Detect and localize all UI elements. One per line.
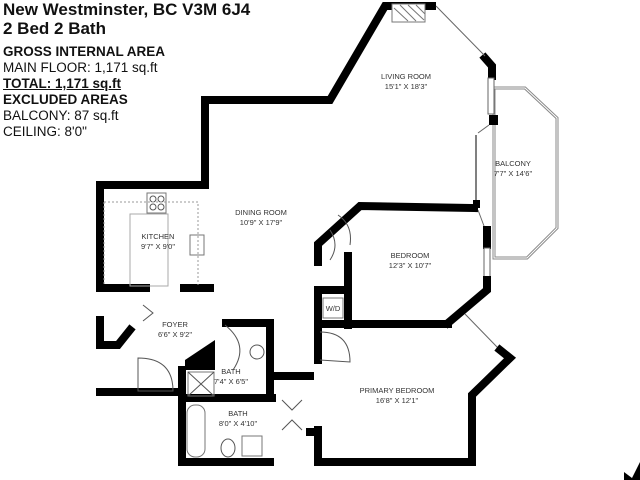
washer-dryer <box>322 297 344 319</box>
svg-text:PRIMARY BEDROOM: PRIMARY BEDROOM <box>360 386 435 395</box>
address-city-line: New Westminster, BC V3M 6J4 <box>3 0 251 19</box>
balcony-area: BALCONY: 87 sq.ft <box>3 108 119 123</box>
entry-door-swing[interactable] <box>137 357 174 392</box>
svg-text:6'6" X 9'2": 6'6" X 9'2" <box>158 330 192 339</box>
wall-chase <box>185 340 215 370</box>
wall-column <box>489 115 498 125</box>
total-area: TOTAL: 1,171 sq.ft <box>3 76 122 91</box>
svg-text:8'0" X 4'10": 8'0" X 4'10" <box>219 419 258 428</box>
primary-window <box>464 313 499 349</box>
svg-text:10'9" X 17'9": 10'9" X 17'9" <box>240 218 283 227</box>
living-window <box>435 5 486 57</box>
bath-sink-icon <box>249 344 265 360</box>
svg-text:BEDROOM: BEDROOM <box>391 251 430 260</box>
room-label-bath-1: BATH 7'4" X 6'5" <box>214 367 248 386</box>
svg-text:15'1" X 18'3": 15'1" X 18'3" <box>385 82 428 91</box>
svg-text:9'7" X 9'0": 9'7" X 9'0" <box>141 242 175 251</box>
svg-text:7'4" X 6'5": 7'4" X 6'5" <box>214 377 248 386</box>
svg-text:BATH: BATH <box>228 409 247 418</box>
bath-wall <box>222 319 274 402</box>
svg-text:DINING ROOM: DINING ROOM <box>235 208 287 217</box>
primary-bedroom-wall <box>314 344 517 466</box>
property-info: New Westminster, BC V3M 6J4 2 Bed 2 Bath… <box>3 0 250 140</box>
sink-icon <box>189 234 205 256</box>
closet-door-swing[interactable] <box>329 214 351 261</box>
svg-text:12'3" X 10'7": 12'3" X 10'7" <box>389 261 432 270</box>
laundry-label: W/D <box>326 304 341 313</box>
ceiling-height: CEILING: 8'0" <box>3 124 87 139</box>
vanity-sink-icon <box>241 435 263 457</box>
room-label-bedroom: BEDROOM 12'3" X 10'7" <box>389 251 432 270</box>
toilet-icon <box>220 438 236 458</box>
svg-text:KITCHEN: KITCHEN <box>142 232 175 241</box>
kitchen-counter <box>103 201 199 285</box>
room-label-dining: DINING ROOM 10'9" X 17'9" <box>235 208 287 227</box>
bathtub-icon <box>186 404 206 458</box>
cooktop-icon <box>146 192 167 214</box>
bedroom-window-east <box>483 247 491 279</box>
beds-baths: 2 Bed 2 Bath <box>3 19 106 38</box>
svg-text:LIVING ROOM: LIVING ROOM <box>381 72 431 81</box>
room-label-primary-bedroom: PRIMARY BEDROOM 16'8" X 12'1" <box>360 386 435 405</box>
svg-text:7'7" X 14'6": 7'7" X 14'6" <box>494 169 533 178</box>
room-label-foyer: FOYER 6'6" X 9'2" <box>158 320 192 339</box>
foyer-wall <box>96 316 136 349</box>
closet-bifold-door[interactable] <box>281 399 303 431</box>
exterior-wall <box>96 2 436 292</box>
living-window-east <box>487 77 495 115</box>
room-label-living: LIVING ROOM 15'1" X 18'3" <box>381 72 431 91</box>
main-floor-area: MAIN FLOOR: 1,171 sq.ft <box>3 60 158 75</box>
north-arrow-icon <box>624 462 640 480</box>
room-label-balcony: BALCONY 7'7" X 14'6" <box>494 159 533 178</box>
primary-door-swing[interactable] <box>319 331 351 363</box>
bedroom-wall <box>314 201 479 266</box>
excluded-areas-heading: EXCLUDED AREAS <box>3 92 128 107</box>
gross-area-heading: GROSS INTERNAL AREA <box>3 44 166 59</box>
svg-text:BATH: BATH <box>221 367 240 376</box>
fireplace-icon <box>391 3 426 23</box>
room-label-bath-2: BATH 8'0" X 4'10" <box>219 409 258 428</box>
svg-text:BALCONY: BALCONY <box>495 159 531 168</box>
svg-text:16'8" X 12'1": 16'8" X 12'1" <box>376 396 419 405</box>
room-label-kitchen: KITCHEN 9'7" X 9'0" <box>141 232 175 251</box>
living-east-wall <box>479 52 496 80</box>
bath-door-swing[interactable] <box>224 324 241 371</box>
svg-text:FOYER: FOYER <box>162 320 188 329</box>
shower-icon <box>187 371 215 397</box>
bedroom-window-ne <box>477 209 485 227</box>
